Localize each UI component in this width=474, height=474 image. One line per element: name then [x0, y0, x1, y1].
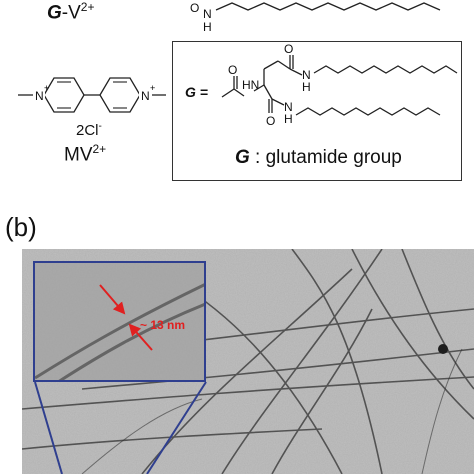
panel-b-label: (b)	[5, 212, 37, 242]
mv-plus-right: +	[150, 83, 155, 93]
glutamide-h-top: H	[302, 80, 311, 94]
glutamide-n-bottom: N	[284, 100, 293, 114]
glutamide-caption: G : glutamide group	[235, 147, 402, 169]
glutamide-o-top: O	[284, 42, 293, 56]
glutamide-o-bottom: O	[266, 114, 275, 128]
gv-label: G-V2+	[47, 0, 94, 24]
chem-atom-h-top: H	[203, 20, 212, 34]
mv-label-charge: 2+	[92, 142, 107, 156]
chem-atom-n-top: N	[203, 7, 212, 21]
chem-atom-o: O	[190, 1, 199, 15]
scale-arrow-bottom	[128, 323, 153, 351]
glutamide-box	[172, 41, 462, 181]
scale-label: ~ 13 nm	[140, 318, 186, 332]
alkyl-chain	[215, 2, 441, 11]
glutamide-structure: O HN O N H O N H	[221, 42, 458, 128]
glutamide-n-top: N	[302, 68, 311, 82]
mv-label-main: MV	[64, 144, 93, 166]
tem-inset	[33, 261, 206, 382]
dark-particle	[438, 344, 448, 354]
counterion-label: 2Cl-	[76, 121, 102, 139]
g-equals-label: G =	[185, 84, 208, 100]
mv-structure: N + N +	[18, 77, 166, 113]
mv-label: MV2+	[64, 142, 106, 166]
inset-nanofibers	[35, 283, 204, 380]
gv-label-charge: 2+	[80, 0, 95, 14]
zoom-guide-right	[146, 381, 207, 474]
glutamide-h-bottom: H	[284, 112, 293, 126]
mv-n-left: N	[35, 89, 44, 103]
glutamide-caption-text: : glutamide group	[249, 147, 402, 168]
tem-inset-image	[35, 263, 204, 380]
gv-structure-partial: O N H	[190, 1, 441, 34]
glutamide-hn: HN	[242, 78, 259, 92]
mv-plus-left: +	[44, 83, 49, 93]
glutamide-o-left: O	[228, 63, 237, 77]
scale-arrow-top	[99, 284, 126, 315]
mv-n-right: N	[141, 89, 150, 103]
gv-label-main: -V	[61, 2, 81, 24]
counterion-main: 2Cl	[76, 122, 99, 139]
zoom-guide-left	[34, 381, 63, 474]
gv-label-prefix: G	[47, 2, 62, 24]
counterion-charge: -	[98, 121, 102, 132]
glutamide-caption-g: G	[235, 147, 250, 168]
nanofibers	[22, 249, 474, 474]
